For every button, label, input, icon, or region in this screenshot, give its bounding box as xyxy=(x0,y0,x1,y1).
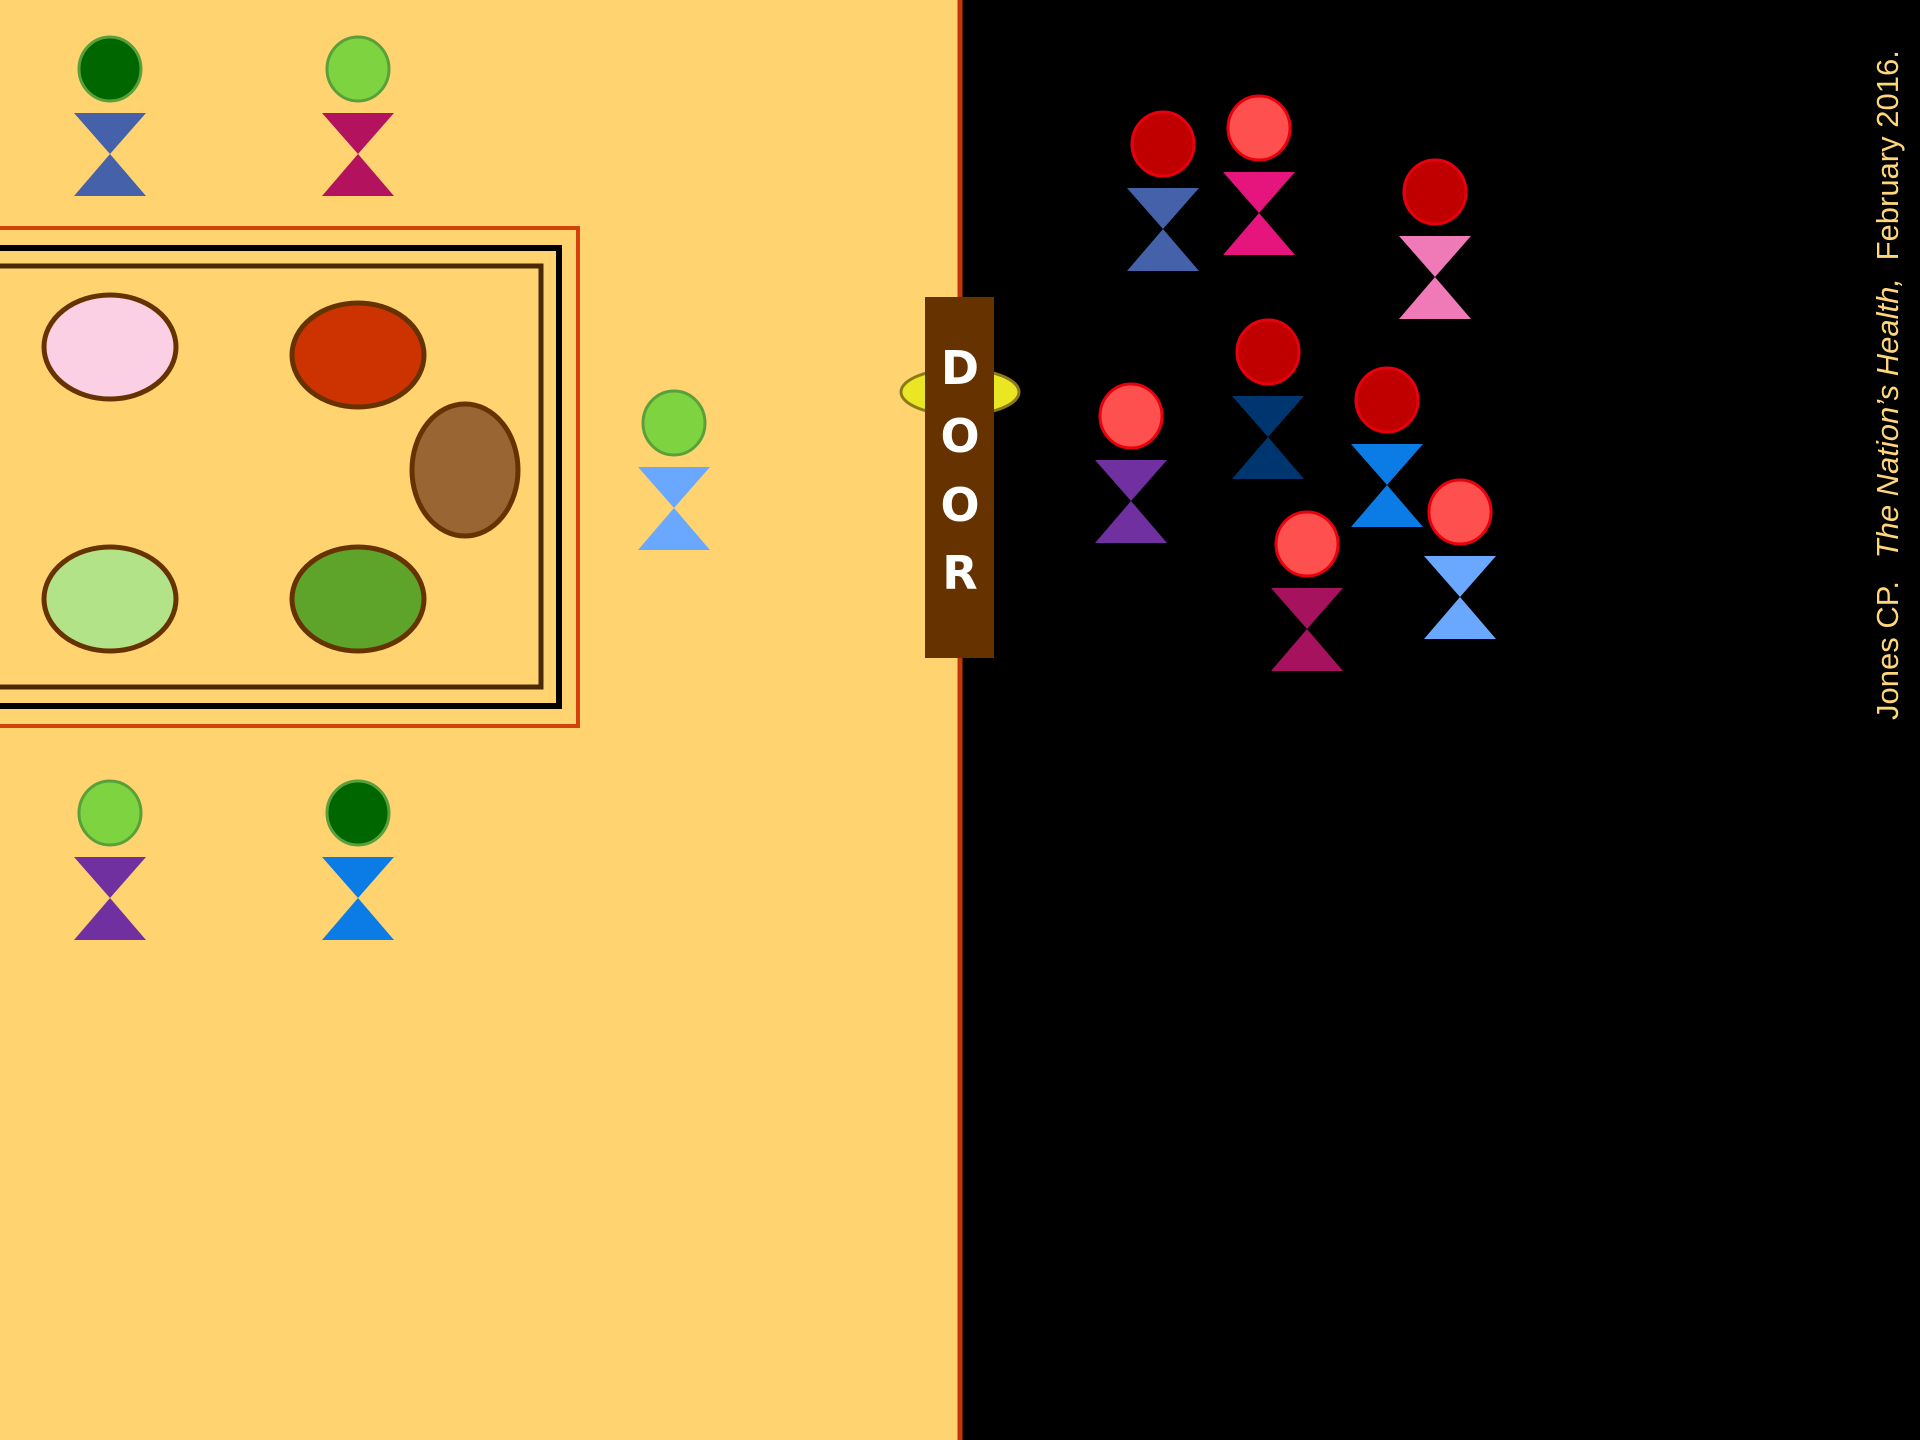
person-head xyxy=(1228,96,1290,160)
person-head xyxy=(1276,512,1338,576)
person-head xyxy=(1429,480,1491,544)
plate-pink xyxy=(44,295,176,399)
person-head xyxy=(1356,368,1418,432)
door-letter: O xyxy=(940,409,979,463)
person-head xyxy=(327,37,389,101)
person-head xyxy=(1132,112,1194,176)
person-head xyxy=(327,781,389,845)
person-head xyxy=(1237,320,1299,384)
plate-green xyxy=(292,547,424,651)
door-letter: R xyxy=(942,546,977,600)
restaurant-interior xyxy=(0,0,958,1440)
citation-journal: The Nation’s Health, xyxy=(1870,278,1905,558)
citation: Jones CP. The Nation’s Health, February … xyxy=(1870,50,1905,720)
plate-light-green xyxy=(44,547,176,651)
person-head xyxy=(1404,160,1466,224)
door-letter: D xyxy=(941,341,979,395)
citation-author: Jones CP. xyxy=(1870,581,1905,720)
person-head xyxy=(1100,384,1162,448)
person-head xyxy=(643,391,705,455)
plate-brown xyxy=(412,404,518,536)
door-letter: O xyxy=(940,478,979,532)
plate-red xyxy=(292,303,424,407)
person-head xyxy=(79,781,141,845)
person-head xyxy=(79,37,141,101)
citation-date: February 2016. xyxy=(1870,50,1905,260)
